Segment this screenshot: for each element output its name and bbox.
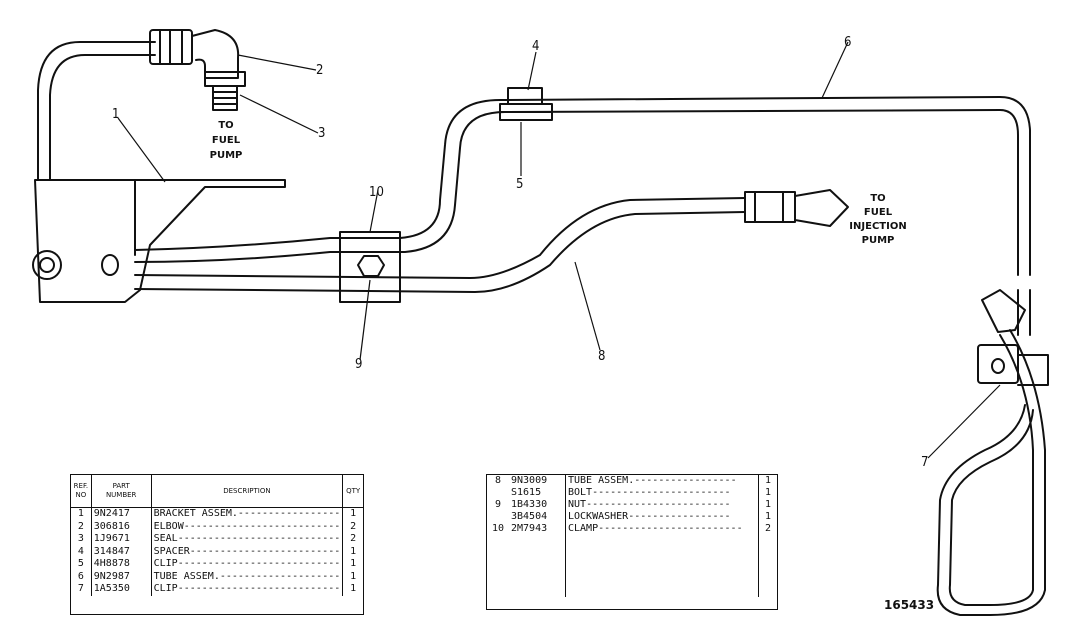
note-inj-pump-1: TO: [870, 193, 885, 204]
note-fuel-pump-1: TO: [218, 120, 233, 131]
callout-10: 10: [369, 185, 384, 200]
callout-6: 6: [844, 35, 851, 50]
lower-right-tube: [936, 289, 1049, 616]
callout-7: 7: [921, 455, 928, 470]
callout-1: 1: [112, 107, 119, 122]
note-inj-pump-2: FUEL: [864, 207, 893, 218]
note-inj-pump-3: INJECTION: [849, 221, 906, 232]
spacer-clip: [499, 87, 553, 121]
callout-4: 4: [532, 39, 539, 54]
elbow-fitting: [149, 29, 246, 111]
callout-5: 5: [516, 177, 523, 192]
tube-assembly-6: [134, 96, 1031, 276]
callout-2: 2: [316, 63, 323, 78]
header-description: DESCRIPTION: [151, 475, 344, 508]
callout-8: 8: [598, 349, 605, 364]
note-inj-pump-4: PUMP: [862, 235, 895, 246]
note-fuel-pump-3: PUMP: [210, 150, 243, 161]
header-ref: REF.NO: [71, 475, 92, 508]
table-row-empty: [487, 535, 777, 597]
tube-assembly-8: [134, 189, 849, 293]
header-qty: QTY: [342, 475, 363, 508]
callout-3: 3: [318, 126, 325, 141]
callout-9: 9: [355, 357, 362, 372]
upper-left-tube: [37, 41, 156, 181]
figure-number: 165433: [884, 598, 935, 612]
note-fuel-pump-2: FUEL: [212, 135, 241, 146]
bracket-assembly: [32, 179, 286, 303]
